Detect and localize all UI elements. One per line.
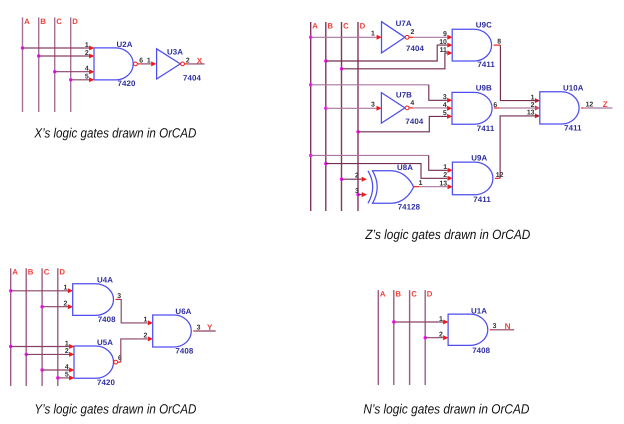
svg-text:D: D	[427, 290, 433, 299]
svg-text:2: 2	[64, 301, 68, 308]
svg-text:C: C	[343, 21, 349, 30]
svg-text:Z: Z	[603, 100, 608, 109]
svg-text:7411: 7411	[473, 195, 491, 204]
svg-text:1: 1	[85, 42, 89, 49]
svg-text:3: 3	[443, 94, 447, 101]
svg-text:2: 2	[144, 333, 148, 340]
svg-text:2: 2	[355, 173, 359, 180]
svg-text:X: X	[197, 57, 203, 66]
svg-text:Y’s logic gates drawn in OrCAD: Y’s logic gates drawn in OrCAD	[34, 402, 196, 417]
svg-text:U7B: U7B	[396, 91, 412, 100]
svg-text:D: D	[72, 17, 78, 26]
svg-text:7408: 7408	[472, 346, 490, 355]
svg-text:5: 5	[443, 110, 447, 117]
svg-text:U5A: U5A	[97, 338, 113, 347]
svg-text:D: D	[360, 21, 366, 30]
svg-text:3: 3	[493, 323, 497, 330]
svg-text:1: 1	[371, 31, 375, 38]
svg-text:U4A: U4A	[97, 276, 113, 285]
svg-text:2: 2	[531, 102, 535, 109]
svg-text:6: 6	[139, 57, 143, 64]
svg-text:1: 1	[439, 316, 443, 323]
svg-text:A: A	[380, 290, 386, 299]
svg-text:9: 9	[443, 31, 447, 38]
svg-text:B: B	[40, 17, 46, 26]
svg-text:U9C: U9C	[476, 21, 492, 30]
svg-text:4: 4	[85, 66, 89, 73]
svg-text:13: 13	[527, 110, 535, 117]
svg-text:3: 3	[197, 324, 201, 331]
svg-text:N’s logic gates drawn in OrCAD: N’s logic gates drawn in OrCAD	[363, 402, 529, 417]
svg-text:4: 4	[65, 364, 69, 371]
svg-text:11: 11	[440, 47, 447, 54]
svg-text:X’s logic gates drawn in OrCAD: X’s logic gates drawn in OrCAD	[34, 126, 197, 141]
svg-text:2: 2	[443, 172, 447, 179]
svg-text:2: 2	[439, 332, 443, 339]
svg-text:2: 2	[186, 57, 190, 64]
svg-text:3: 3	[371, 102, 375, 109]
svg-text:1: 1	[419, 180, 423, 187]
svg-text:U10A: U10A	[563, 83, 584, 92]
svg-text:1: 1	[144, 317, 148, 324]
svg-text:7408: 7408	[175, 347, 193, 356]
svg-text:74128: 74128	[398, 203, 421, 212]
svg-text:D: D	[59, 268, 65, 277]
svg-text:U9A: U9A	[471, 153, 487, 162]
svg-text:8: 8	[497, 38, 501, 45]
svg-text:1: 1	[147, 57, 151, 64]
svg-text:1: 1	[531, 94, 535, 101]
svg-text:7411: 7411	[477, 124, 495, 133]
svg-text:Y: Y	[207, 323, 213, 332]
svg-text:4: 4	[410, 100, 414, 107]
svg-text:12: 12	[586, 101, 594, 108]
svg-text:10: 10	[439, 39, 447, 46]
svg-text:U2A: U2A	[117, 40, 133, 49]
svg-text:6: 6	[493, 102, 497, 109]
svg-text:1: 1	[64, 285, 68, 292]
svg-text:U1A: U1A	[471, 306, 487, 315]
svg-text:C: C	[56, 17, 62, 26]
svg-text:3: 3	[117, 293, 121, 300]
svg-text:U3A: U3A	[167, 48, 183, 57]
svg-text:7411: 7411	[477, 60, 495, 69]
svg-text:C: C	[411, 290, 417, 299]
svg-text:U6A: U6A	[175, 307, 191, 316]
svg-text:Z’s logic gates drawn in OrCAD: Z’s logic gates drawn in OrCAD	[364, 227, 530, 242]
svg-text:6: 6	[118, 355, 122, 362]
svg-text:U9B: U9B	[476, 84, 492, 93]
svg-text:3: 3	[355, 188, 359, 195]
svg-text:B: B	[395, 290, 401, 299]
svg-text:1: 1	[443, 164, 447, 171]
svg-text:7404: 7404	[405, 117, 423, 126]
svg-text:7404: 7404	[183, 73, 201, 82]
svg-text:B: B	[327, 21, 333, 30]
svg-text:5: 5	[85, 74, 89, 81]
svg-text:2: 2	[411, 29, 415, 36]
svg-text:7408: 7408	[98, 315, 116, 324]
svg-text:C: C	[44, 268, 50, 277]
svg-text:N: N	[505, 322, 511, 331]
svg-text:1: 1	[65, 340, 69, 347]
svg-text:A: A	[312, 21, 318, 30]
svg-text:B: B	[28, 268, 34, 277]
svg-text:U7A: U7A	[396, 19, 412, 28]
svg-text:2: 2	[65, 348, 69, 355]
svg-text:A: A	[24, 17, 30, 26]
svg-text:7411: 7411	[564, 124, 582, 133]
svg-text:5: 5	[65, 372, 69, 379]
svg-text:2: 2	[85, 50, 89, 57]
svg-text:7404: 7404	[406, 44, 424, 53]
svg-text:A: A	[12, 268, 18, 277]
svg-text:7420: 7420	[97, 378, 115, 387]
svg-text:7420: 7420	[118, 79, 136, 88]
svg-text:4: 4	[443, 102, 447, 109]
svg-text:13: 13	[439, 181, 447, 188]
svg-text:U8A: U8A	[397, 163, 413, 172]
